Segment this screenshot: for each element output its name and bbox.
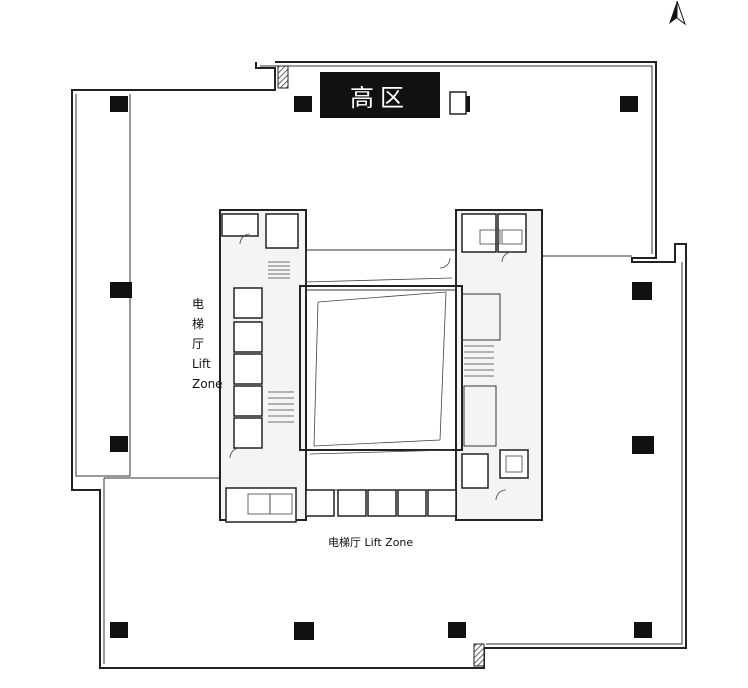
central-core: [219, 209, 543, 523]
lift-zone-char: 梯: [192, 317, 205, 331]
left-elevator-bank: [233, 287, 263, 449]
bottom-elevator-bank: [305, 489, 457, 517]
elevator-car: [233, 385, 263, 417]
column: [448, 622, 466, 638]
building-outline: [71, 61, 687, 669]
elevator-car: [337, 489, 367, 517]
elevator-car: [233, 417, 263, 449]
elevator-car: [367, 489, 397, 517]
column: [294, 96, 312, 112]
column: [110, 282, 132, 298]
lift-zone-label-vertical: 电 梯 厅 Lift Zone: [192, 294, 226, 394]
hatched-shaft-bottom: [473, 643, 485, 667]
column: [294, 622, 314, 640]
elevator-car: [233, 321, 263, 353]
lift-zone-char: 电: [192, 297, 205, 311]
lift-zone-char: 厅: [192, 337, 205, 351]
column: [110, 436, 128, 452]
door-block: [449, 91, 467, 115]
north-arrow-icon: [669, 0, 687, 26]
hatched-shaft-top: [277, 65, 289, 89]
elevator-car: [233, 287, 263, 319]
column: [620, 96, 638, 112]
lift-zone-word: Zone: [192, 377, 223, 391]
column: [632, 282, 652, 300]
elevator-car: [427, 489, 457, 517]
elevator-car: [233, 353, 263, 385]
column: [634, 622, 652, 638]
column: [110, 96, 128, 112]
door-swings: [229, 233, 513, 501]
column: [632, 436, 654, 454]
lift-zone-label-horizontal: 电梯厅 Lift Zone: [328, 536, 414, 549]
elevator-car: [305, 489, 335, 517]
elevator-car: [397, 489, 427, 517]
column: [110, 622, 128, 638]
lift-zone-word: Lift: [192, 357, 211, 371]
zone-label-high: 高区: [320, 72, 440, 118]
